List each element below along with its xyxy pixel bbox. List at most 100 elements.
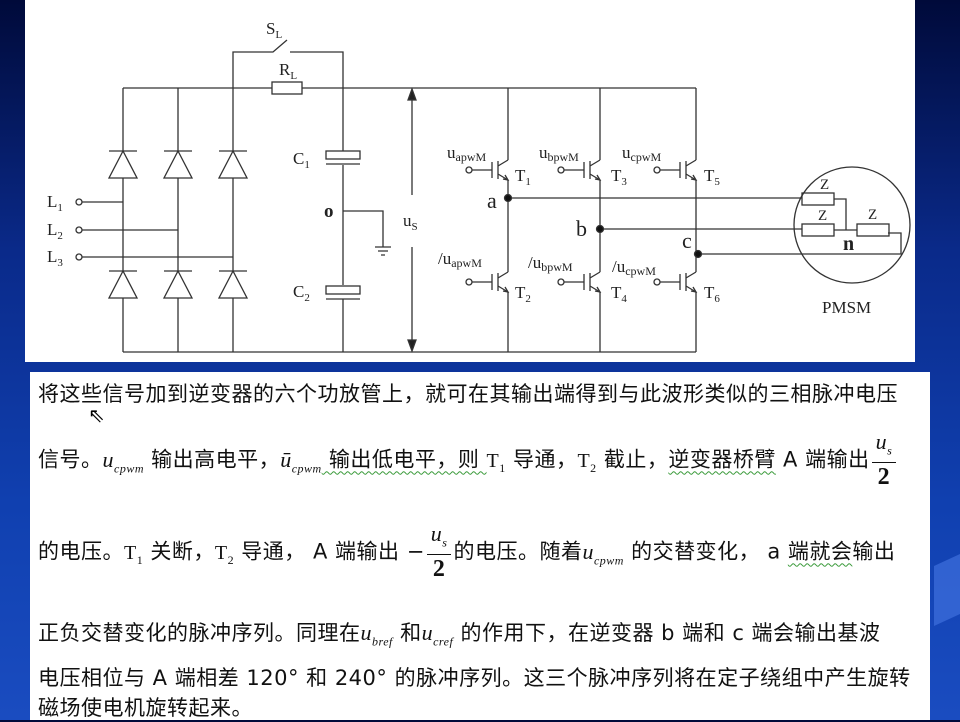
gate-label-ua: uapwM [447, 143, 486, 164]
diode-icon [217, 149, 249, 179]
text-segment: 和 [392, 621, 422, 645]
transistor-label-t2: T2 [515, 283, 531, 305]
igbt-transistor-icon [465, 159, 510, 181]
node-b-dot [595, 224, 605, 234]
slide-decoration [934, 553, 960, 627]
text-segment: 的电压。随着 [453, 539, 583, 564]
diode-icon [162, 269, 194, 299]
ground-connection [343, 210, 391, 256]
input-label-l1: L1 [47, 192, 63, 214]
input-label-l2: L2 [47, 220, 63, 242]
transistor-label-t4: T4 [611, 283, 627, 305]
precharge-resistor [271, 81, 303, 95]
rectifier-columns [122, 88, 234, 352]
transistor-label-t3: T3 [611, 166, 627, 188]
igbt-transistor-icon [653, 159, 698, 181]
text-segment: 输出 [852, 539, 896, 564]
node-label-b: b [576, 216, 587, 241]
node-a-dot [503, 193, 513, 203]
input-terminal [75, 253, 83, 261]
text-line-4: 正负交替变化的脉冲序列。同理在ubref 和ucref 的作用下，在逆变器 b … [38, 617, 881, 649]
igbt-transistor-icon [557, 159, 602, 181]
dc-voltage-label: uS [403, 211, 418, 233]
igbt-transistor-icon [465, 271, 510, 293]
arrow-head-down [407, 339, 417, 353]
math-u-cpwm: ucpwm [582, 538, 624, 568]
capacitor-c2 [325, 285, 361, 300]
text-segment: 导通， A 端输出 − [234, 539, 425, 564]
text-segment: 的作用下，在逆变器 b 端和 c 端会输出基波 [453, 621, 881, 645]
gate-label-uc-bar: /ucpwM [612, 257, 656, 278]
inverter-legs [507, 88, 697, 352]
impedance-label-b: Z [818, 208, 827, 224]
diode-icon [107, 149, 139, 179]
switch-label: SL [266, 19, 282, 41]
ac-input-wires [82, 201, 233, 258]
impedance-label-a: Z [820, 177, 829, 193]
text-segment: 导通， [505, 447, 578, 472]
text-segment: 端就会 [787, 539, 853, 564]
inverter-circuit-diagram: SL RL L1 L2 L3 C1 C2 o uS uapwM /uapwM u… [47, 19, 911, 353]
capacitor-label-c2: C2 [293, 282, 310, 304]
text-segment: 关断， [143, 539, 215, 564]
precharge-switch [232, 39, 344, 88]
text-segment: 输出高电平， [144, 447, 281, 472]
capacitor-c1 [325, 150, 361, 165]
impedance-b [801, 223, 835, 237]
input-terminal [75, 226, 83, 234]
node-label-a: a [487, 188, 497, 213]
capacitor-label-c1: C1 [293, 149, 310, 171]
impedance-c [856, 223, 890, 237]
star-connection [834, 198, 857, 231]
transistor-label-t5: T5 [704, 166, 720, 188]
math-u-bref: ubref [360, 620, 393, 649]
math-t1: T1 [486, 449, 506, 475]
text-segment: 的电压。 [38, 539, 124, 564]
text-line-1: 将这些信号加到逆变器的六个功放管上，就可在其输出端得到与此波形类似的三相脉冲电压 [38, 382, 898, 406]
input-label-l3: L3 [47, 247, 63, 269]
arrow-head-up [407, 87, 417, 101]
igbt-transistor-icon [653, 271, 698, 293]
math-ubar-cpwm: ūcpwm [280, 446, 322, 476]
motor-label: PMSM [822, 298, 871, 317]
impedance-label-c: Z [868, 207, 877, 223]
mouse-cursor-icon: ⇖ [88, 403, 105, 427]
math-t2: T2 [214, 541, 235, 567]
text-segment: 信号。 [38, 447, 103, 472]
text-segment: 输出低电平，则 [321, 447, 487, 472]
text-line-6: 磁场使电机旋转起来。 [38, 696, 253, 720]
midpoint-label: o [324, 201, 334, 222]
pmsm-motor-circle [793, 166, 911, 284]
text-line-5: 电压相位与 A 端相差 120° 和 240° 的脉冲序列。这三个脉冲序列将在定… [38, 666, 911, 690]
gate-label-ua-bar: /uapwM [438, 249, 482, 270]
text-segment: A 端输出 [775, 447, 870, 472]
transistor-label-t1: T1 [515, 166, 531, 188]
igbt-transistor-icon [557, 271, 602, 293]
text-segment: 正负交替变化的脉冲序列。同理在 [38, 621, 361, 645]
text-line-2: 信号。ucpwm 输出高电平，ūcpwm 输出低电平，则 T1 导通，T2 截止… [38, 430, 898, 491]
gate-label-uc: ucpwM [622, 143, 661, 164]
phase-output-wires [508, 197, 902, 255]
diode-icon [217, 269, 249, 299]
transistor-label-t6: T6 [704, 283, 720, 305]
text-segment: 逆变器桥臂 [668, 447, 776, 472]
rectifier-diodes [107, 149, 249, 299]
text-segment: 截止， [596, 447, 669, 472]
gate-label-ub: ubpwM [539, 143, 579, 164]
math-u-cref: ucref [421, 620, 454, 649]
math-t2: T2 [577, 449, 597, 475]
math-u-cpwm: ucpwm [102, 446, 144, 476]
diode-icon [107, 269, 139, 299]
math-t1: T1 [124, 541, 144, 567]
explanation-text-panel: 将这些信号加到逆变器的六个功放管上，就可在其输出端得到与此波形类似的三相脉冲电压… [30, 372, 930, 720]
resistor-label: RL [279, 60, 297, 82]
input-terminal [75, 198, 83, 206]
text-segment: 的交替变化， a [623, 539, 788, 564]
diode-icon [162, 149, 194, 179]
node-label-c: c [682, 228, 692, 253]
gate-label-ub-bar: /ubpwM [528, 253, 573, 274]
circuit-diagram-panel: SL RL L1 L2 L3 C1 C2 o uS uapwM /uapwM u… [25, 0, 915, 362]
